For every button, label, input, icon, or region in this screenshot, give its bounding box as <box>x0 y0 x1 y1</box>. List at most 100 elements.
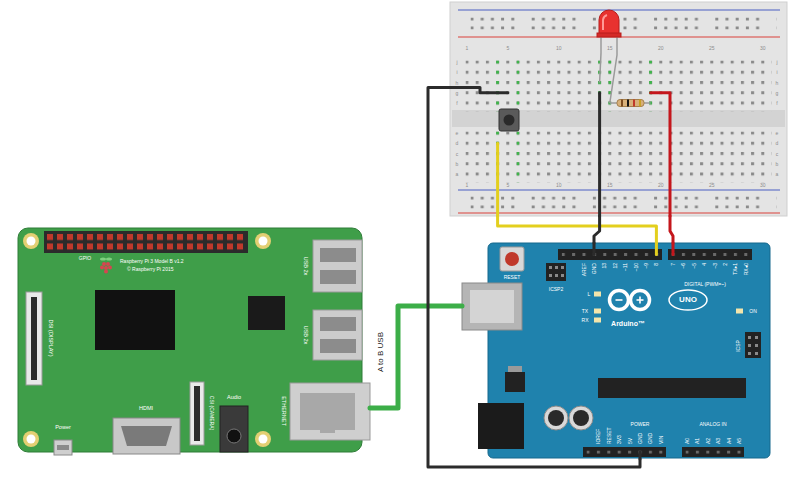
led-symbol <box>600 37 601 83</box>
breadboard-artwork <box>471 197 777 209</box>
arduino-artwork <box>505 252 519 266</box>
raspberry-pi-artwork <box>104 270 108 274</box>
breadboard-artwork <box>649 61 652 112</box>
breadboard-label: j <box>776 60 777 65</box>
breadboard-wire <box>450 88 508 93</box>
board-label: DSI (DISPLAY) <box>47 319 53 356</box>
breadboard-artwork <box>608 61 611 112</box>
raspberry-pi-artwork <box>320 317 356 331</box>
breadboard-label: b <box>776 161 779 166</box>
breadboard-artwork <box>517 132 520 183</box>
arduino-artwork <box>686 451 748 455</box>
raspberry-pi-artwork <box>190 382 204 445</box>
raspberry-pi-artwork <box>100 266 104 270</box>
breadboard-label: b <box>456 161 459 166</box>
raspberry-pi-artwork <box>121 426 172 446</box>
arduino-wire <box>655 243 658 255</box>
pushbutton <box>499 109 519 131</box>
breadboard-label: c <box>456 151 459 156</box>
raspberry-pi-artwork <box>106 257 112 260</box>
raspberry-pi-artwork <box>113 418 180 454</box>
pin-label: GND <box>592 263 597 274</box>
arduino-wire <box>672 243 675 255</box>
raspberry-pi-artwork <box>194 386 200 441</box>
arduino-artwork <box>546 263 566 281</box>
pin-label: ~11 <box>623 263 628 271</box>
raspberry-pi-artwork <box>300 393 355 430</box>
pin-label: RESET <box>606 427 611 444</box>
arduino-artwork <box>544 406 568 430</box>
raspberry-pi-artwork <box>259 237 268 246</box>
raspberry-pi-artwork <box>313 240 362 292</box>
raspberry-pi-artwork <box>27 435 36 444</box>
pin-label: 4 <box>702 263 707 266</box>
raspberry-pi-artwork <box>95 290 175 350</box>
breadboard-label: 10 <box>556 46 562 51</box>
raspberry-pi-artwork <box>220 406 248 452</box>
arduino-artwork <box>745 332 761 358</box>
led-symbol <box>599 10 619 34</box>
board-label: USB 2x <box>302 326 308 345</box>
breadboard-artwork <box>517 61 520 112</box>
raspberry-pi-artwork <box>255 233 271 249</box>
pin-label: POWER <box>631 422 650 427</box>
pin-label: DIGITAL (PWM=~) <box>684 282 726 287</box>
pin-label: 13 <box>602 263 607 269</box>
raspberry-pi-artwork <box>23 431 39 447</box>
pin-label: ON <box>749 309 757 314</box>
breadboard-artwork <box>458 212 780 213</box>
usb-cable <box>370 306 462 408</box>
arduino-artwork <box>488 243 770 458</box>
arduino-artwork <box>573 410 589 426</box>
breadboard-artwork <box>466 132 772 183</box>
pin-label: RX <box>582 318 589 323</box>
breadboard-label: d <box>776 141 779 146</box>
breadboard-artwork <box>496 61 499 112</box>
pin-label: AREF <box>581 263 586 276</box>
board-label: USB 2x <box>302 257 308 276</box>
breadboard-label: j <box>456 60 457 65</box>
pin-label: TX <box>582 309 588 314</box>
breadboard-label: 1 <box>466 46 469 51</box>
pin-label: RESET <box>504 275 521 280</box>
arduino-artwork <box>594 292 601 297</box>
raspberry-pi-artwork <box>100 257 106 260</box>
arduino-wire <box>593 243 596 255</box>
arduino-artwork <box>669 290 707 310</box>
breadboard-wire <box>651 93 670 216</box>
arduino-artwork <box>508 366 522 373</box>
raspberry-pi-artwork <box>320 339 356 353</box>
arduino-artwork <box>548 410 564 426</box>
jumper-wire <box>594 216 600 243</box>
breadboard-label: 15 <box>607 183 613 188</box>
arduino-artwork <box>598 378 746 398</box>
pin-label: ~9 <box>644 263 649 269</box>
breadboard-label: i <box>456 70 457 75</box>
breadboard: 151015202530151015202530jihgfedcbajihgfe… <box>450 2 787 216</box>
pin-label: L <box>588 292 591 297</box>
raspberry-pi-artwork <box>227 429 241 443</box>
raspberry-pi-artwork <box>320 248 356 262</box>
cable-label: A to B USB <box>377 332 385 372</box>
pin-label: A0 <box>685 438 690 444</box>
pin-label: RX◂0 <box>743 263 748 275</box>
pushbutton <box>504 115 515 126</box>
pin-label: 5V <box>627 438 632 444</box>
arduino-artwork <box>561 266 564 269</box>
raspberry-pi-board: GPIORaspberry Pi 3 Model B v1.2© Raspber… <box>18 228 370 455</box>
arduino-artwork <box>755 336 758 339</box>
board-label: CSI (CAMERA) <box>209 396 214 430</box>
breadboard-label: 20 <box>658 46 664 51</box>
raspberry-pi-artwork <box>102 262 106 266</box>
resistor-symbol <box>639 100 641 107</box>
resistor-symbol <box>617 100 644 107</box>
arduino-artwork <box>610 291 629 310</box>
pin-label: A3 <box>716 438 721 444</box>
arduino-artwork <box>594 318 601 323</box>
breadboard-label: 10 <box>556 183 562 188</box>
raspberry-pi-artwork <box>57 445 69 450</box>
breadboard-artwork <box>471 18 777 30</box>
board-label: © Raspberry Pi 2015 <box>127 267 173 272</box>
arduino-artwork <box>594 309 601 314</box>
